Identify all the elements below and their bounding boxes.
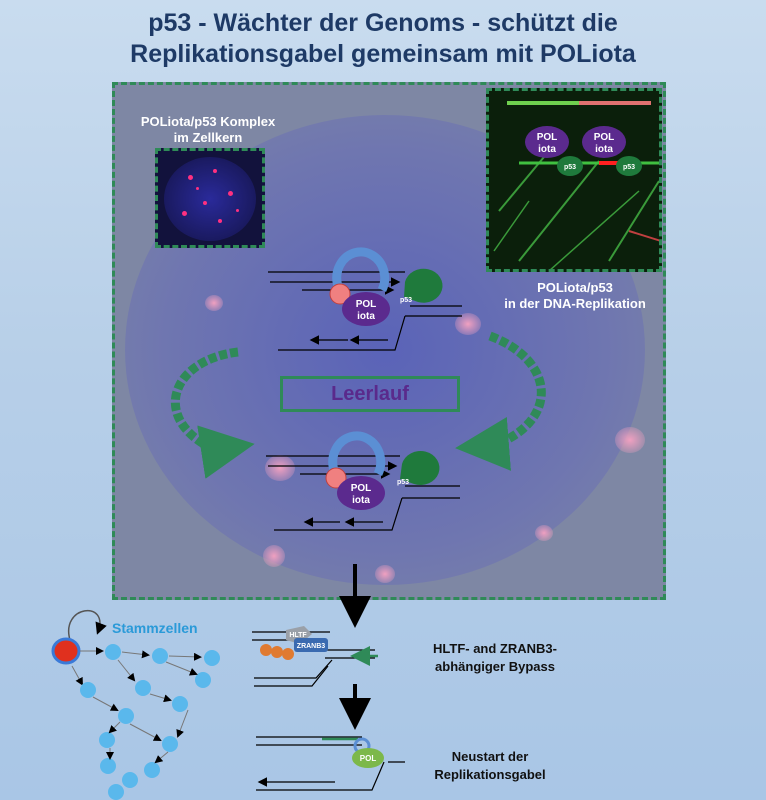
svg-text:iota: iota [357,311,375,322]
foci-spot [615,427,645,453]
svg-text:HLTF: HLTF [289,632,307,639]
svg-text:p53: p53 [397,479,409,486]
foci-spot [263,545,285,567]
svg-text:ZRANB3: ZRANB3 [297,643,325,650]
dna-fiber-inset [486,88,662,272]
svg-text:POL: POL [537,132,558,143]
foci-dot [203,201,207,205]
leerlauf-box: Leerlauf [280,376,460,412]
cycle-arrow-right [455,331,546,471]
nucleus-foci-inset [155,148,265,248]
svg-text:POL: POL [594,132,615,143]
stem-cell-tree [51,609,220,800]
foci-dot [182,211,187,216]
svg-text:iota: iota [352,495,370,506]
foci-dot [236,209,239,212]
svg-text:POL: POL [351,483,372,494]
cycle-arrow-left [170,347,255,479]
svg-text:iota: iota [538,144,556,155]
inset-pol-iota-right: POL iota p53 [582,126,642,176]
page-title: p53 - Wächter der Genoms - schützt die R… [0,8,766,70]
stem-cells-label: Stammzellen [112,620,198,636]
inset-right-caption: POLiota/p53 in der DNA-Replikation [504,280,646,311]
svg-text:p53: p53 [564,164,576,171]
foci-spot [455,313,481,335]
restart-fork: POL [256,736,405,791]
restart-label: Neustart der Replikationsgabel [434,749,546,782]
inset-left-caption: POLiota/p53 Komplex im Zellkern [140,114,276,145]
svg-text:iota: iota [595,144,613,155]
replication-fork-upper: POL iota p53 [268,247,462,351]
title-line-1: p53 - Wächter der Genoms - schützt die [148,9,618,37]
title-line-2: Replikationsgabel gemeinsam mit POLiota [130,40,636,68]
foci-dot [196,187,199,190]
svg-text:p53: p53 [400,297,412,304]
replication-fork-lower: POL iota p53 [266,431,460,531]
foci-dot [188,175,193,180]
nucleus-dapi [164,157,256,241]
svg-text:POL: POL [356,299,377,310]
fiber-drawing [493,101,659,269]
inset-pol-iota-left: POL iota p53 [525,126,583,176]
foci-spot [535,525,553,541]
foci-spot [375,565,395,583]
foci-spot [205,295,223,311]
foci-dot [218,219,222,223]
foci-spot [265,455,295,481]
bypass-label: HLTF- and ZRANB3- abhängiger Bypass [433,641,557,674]
foci-dot [228,191,233,196]
svg-text:POL: POL [360,754,377,763]
foci-dot [213,169,217,173]
svg-text:p53: p53 [623,164,635,171]
bypass-fork: HLTF ZRANB3 [252,626,378,687]
